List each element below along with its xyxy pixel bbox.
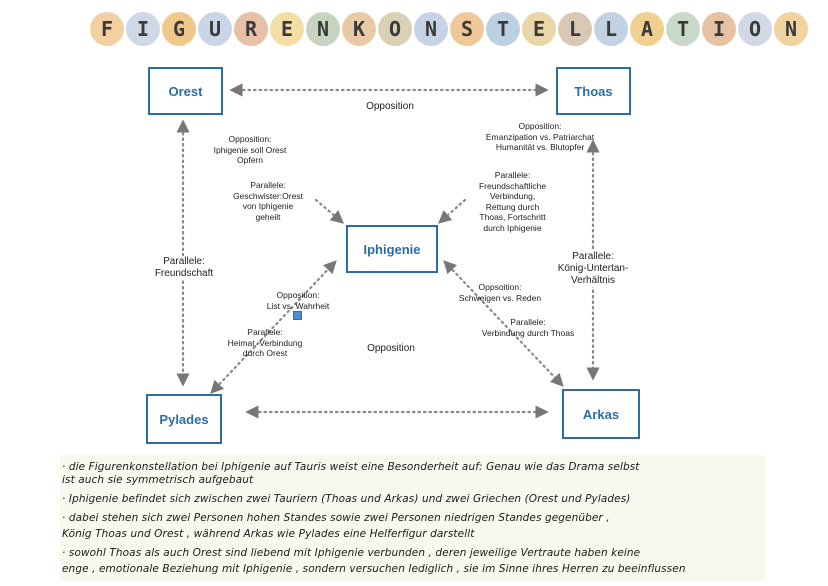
label-line: Verhältnis [571,275,615,286]
title-letter: E [522,12,556,46]
label-pylades-iphigenie-opposition: Opposition:List vs. Wahrheit [248,290,348,311]
title-letter: S [450,12,484,46]
label-line: Rettung durch [485,201,540,212]
label-line: Freundschaft [154,268,214,279]
note-line: · dabei stehen sich zwei Personen hohen … [62,512,610,524]
title-letter: F [90,12,124,46]
title-letter: L [594,12,628,46]
title-letter: N [774,12,808,46]
title-letter: R [234,12,268,46]
label-opposition-orest-thoas: Opposition [366,101,414,112]
label-line: Parallele: [572,251,614,262]
label-line: Verbindung durch Thoas [481,327,575,338]
title-letter: G [162,12,196,46]
handwritten-notes: · die Figurenkonstellation bei Iphigenie… [60,455,765,581]
label-line: Parallele: [250,180,286,190]
node-iphigenie: Iphigenie [346,225,438,273]
label-line: König-Untertan- [557,263,629,274]
node-thoas: Thoas [556,67,631,115]
plus-icon[interactable] [293,311,302,320]
title-letter: N [306,12,340,46]
note-line: enge , emotionale Beziehung mit Iphigeni… [62,563,686,575]
node-pylades: Pylades [146,394,222,444]
label-orest-pylades: Parallele:Freundschaft [148,256,220,280]
label-line: Schweigen vs. Reden [458,292,542,303]
title-letter: O [738,12,772,46]
label-opposition-pylades-arkas: Opposition [367,343,415,354]
note-line: · die Figurenkonstellation bei Iphigenie… [62,461,640,473]
label-arkas-iphigenie-opposition: Oppsoition:Schweigen vs. Reden [440,282,560,303]
title-letter: A [630,12,664,46]
title-letter: N [414,12,448,46]
title-letter: T [486,12,520,46]
label-line: durch Iphigenie [483,222,542,233]
label-line: Opposition: [276,290,320,300]
label-line: geheilt [255,211,281,222]
note-line: · Iphigenie befindet sich zwischen zwei … [62,493,631,505]
title-letter: K [342,12,376,46]
label-line: Verbindung, [489,191,536,201]
title-letter: O [378,12,412,46]
title-letter: U [198,12,232,46]
arrow-arkas-iphigenie [443,260,564,387]
title-letter: L [558,12,592,46]
title-letter: I [702,12,736,46]
title-letter: I [126,12,160,46]
label-line: Parallele: [510,317,546,327]
title-letter: E [270,12,304,46]
node-arkas: Arkas [562,389,640,439]
label-arkas-iphigenie-parallele: Parallele:Verbindung durch Thoas [478,317,578,338]
note-line: ist auch sie symmetrisch aufgebaut [62,474,254,486]
label-line: Parallele: [494,170,531,180]
label-line: Thoas, Fortschritt [479,212,546,222]
label-line: Heimat, Verbindung [227,337,303,348]
label-line: Iphigenie soll Orest [213,144,287,155]
label-line: Freundschaftliche [478,180,547,191]
label-line: Opposition: [518,121,562,131]
note-line: König Thoas und Orest , während Arkas wi… [62,528,475,540]
note-line: · sowohl Thoas als auch Orest sind liebe… [62,547,641,559]
arrow-pylades-iphigenie [210,260,337,394]
label-line: Oppsoition: [478,282,522,292]
label-line: von Iphigenie [242,201,294,211]
label-thoas-arkas: Parallele:König-Untertan-Verhältnis [553,251,633,287]
title-letter: T [666,12,700,46]
arrow-orest-iphigenie [314,198,345,224]
label-line: Emanzipation vs. Patriarchat [485,131,595,142]
label-line: List vs. Wahrheit [266,300,330,311]
arrow-thoas-iphigenie [438,198,467,224]
node-orest: Orest [148,67,223,115]
label-line: Geschwister:Orest [233,190,303,201]
label-line: Parallele: [163,256,205,267]
label-line: durch Orest [242,348,288,358]
label-line: Opposition: [228,134,272,144]
label-line: Opfern [237,155,263,165]
label-line: Parallele: [247,327,283,337]
label-line: Humanität vs. Blutopfer [495,142,585,152]
